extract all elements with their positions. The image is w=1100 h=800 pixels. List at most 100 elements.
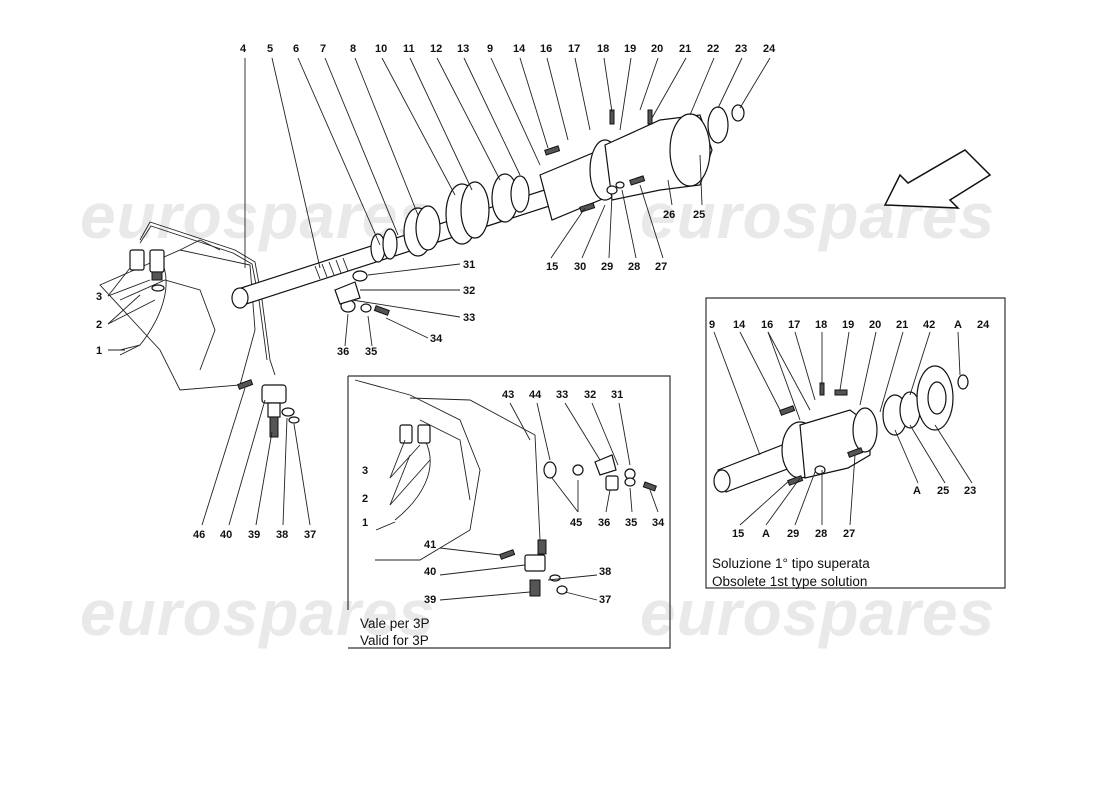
callout-25: 25	[693, 209, 705, 221]
callout-28: 28	[628, 261, 640, 273]
callout-38: 38	[276, 529, 288, 541]
callout-10: 10	[375, 43, 387, 55]
callout-11: 11	[403, 43, 415, 55]
callout-46: 46	[193, 529, 205, 541]
watermark-4: eurospares	[640, 577, 995, 649]
inset3p-callout-35: 35	[625, 517, 637, 529]
inset3p-callout-31: 31	[611, 389, 623, 401]
callout-31: 31	[463, 259, 475, 271]
callout-7: 7	[320, 43, 326, 55]
callout-32: 32	[463, 285, 475, 297]
callout-8: 8	[350, 43, 356, 55]
inset3p-callout-39: 39	[424, 594, 436, 606]
inset3p-labels: 43 44 33 32 31 3 2 1 45 36 35 34 41 40 3…	[360, 389, 665, 648]
inset3p-callout-44: 44	[529, 389, 542, 401]
inset1-callout-21: 21	[896, 319, 908, 331]
inset1-callout-24: 24	[977, 319, 990, 331]
inset1-callout-25: 25	[937, 485, 949, 497]
inset1-callout-42: 42	[923, 319, 935, 331]
inset1-labels: 9 14 16 17 18 19 20 21 42 A 24 15 A 29 2…	[709, 319, 990, 589]
callout-37: 37	[304, 529, 316, 541]
callout-14: 14	[513, 43, 526, 55]
callout-24: 24	[763, 43, 776, 55]
callout-1: 1	[96, 345, 102, 357]
callout-23: 23	[735, 43, 747, 55]
callout-34: 34	[430, 333, 443, 345]
callout-17: 17	[568, 43, 580, 55]
inset3p-callout-1: 1	[362, 517, 368, 529]
inset-obsolete-1st-type	[705, 297, 1006, 589]
inset1-callout-28: 28	[815, 528, 827, 540]
callout-39: 39	[248, 529, 260, 541]
callout-27: 27	[655, 261, 667, 273]
leader-lines-left	[107, 267, 156, 351]
inset1-callout-18: 18	[815, 319, 827, 331]
inset3p-caption-en: Valid for 3P	[360, 633, 429, 648]
inset3p-callout-33: 33	[556, 389, 568, 401]
callout-36: 36	[337, 346, 349, 358]
inset1-callout-A-top: A	[954, 319, 962, 331]
callout-19: 19	[624, 43, 636, 55]
main-bottom-labels: 46 40 39 38 37	[193, 529, 316, 541]
direction-arrow-icon	[883, 149, 992, 209]
inset1-callout-29: 29	[787, 528, 799, 540]
callout-29: 29	[601, 261, 613, 273]
inset1-caption-en: Obsolete 1st type solution	[712, 574, 867, 589]
inset1-callout-A-right: A	[913, 485, 921, 497]
inset1-callout-14: 14	[733, 319, 746, 331]
callout-20: 20	[651, 43, 663, 55]
callout-26: 26	[663, 209, 675, 221]
callout-15: 15	[546, 261, 558, 273]
main-small-labels: 31 32 33 34 35 36	[337, 259, 475, 358]
inset1-callout-9: 9	[709, 319, 715, 331]
main-left-labels: 3 2 1	[96, 291, 102, 357]
inset3p-callout-38: 38	[599, 566, 611, 578]
inset1-callout-16: 16	[761, 319, 773, 331]
inset3p-caption-it: Vale per 3P	[360, 616, 430, 631]
inset-valid-3p	[347, 375, 671, 649]
callout-30: 30	[574, 261, 586, 273]
inset3p-callout-36: 36	[598, 517, 610, 529]
callout-2: 2	[96, 319, 102, 331]
callout-40: 40	[220, 529, 232, 541]
inset1-callout-20: 20	[869, 319, 881, 331]
inset3p-callout-3: 3	[362, 465, 368, 477]
leader-lines-mid	[550, 154, 703, 259]
inset3p-callout-37: 37	[599, 594, 611, 606]
inset1-callout-27: 27	[843, 528, 855, 540]
leader-lines-bottom	[201, 387, 311, 526]
callout-6: 6	[293, 43, 299, 55]
callout-12: 12	[430, 43, 442, 55]
inset3p-callout-32: 32	[584, 389, 596, 401]
main-mid-labels: 26 25 15 30 29 28 27	[546, 209, 705, 273]
callout-3: 3	[96, 291, 102, 303]
inset3p-callout-34: 34	[652, 517, 665, 529]
watermark-3: eurospares	[80, 577, 435, 649]
callout-4: 4	[240, 43, 247, 55]
callout-35: 35	[365, 346, 377, 358]
leader-lines-main	[244, 57, 771, 269]
callout-5: 5	[267, 43, 273, 55]
inset3p-callout-45: 45	[570, 517, 582, 529]
inset1-callout-A-left: A	[762, 528, 770, 540]
inset1-caption-it: Soluzione 1° tipo superata	[712, 556, 870, 571]
inset1-callout-15: 15	[732, 528, 744, 540]
leader-lines-small	[344, 263, 461, 347]
callout-16: 16	[540, 43, 552, 55]
callout-9: 9	[487, 43, 493, 55]
callout-33: 33	[463, 312, 475, 324]
inset1-callout-23: 23	[964, 485, 976, 497]
main-top-labels: 4 5 6 7 8 10 11 12 13 9 14 16 17 18 19 2…	[240, 43, 776, 55]
main-assembly-drawing	[99, 104, 745, 438]
inset3p-callout-40: 40	[424, 566, 436, 578]
inset1-callout-17: 17	[788, 319, 800, 331]
inset3p-callout-41: 41	[424, 539, 436, 551]
inset3p-callout-43: 43	[502, 389, 514, 401]
callout-13: 13	[457, 43, 469, 55]
callout-18: 18	[597, 43, 609, 55]
inset1-callout-19: 19	[842, 319, 854, 331]
inset3p-callout-2: 2	[362, 493, 368, 505]
callout-22: 22	[707, 43, 719, 55]
callout-21: 21	[679, 43, 691, 55]
